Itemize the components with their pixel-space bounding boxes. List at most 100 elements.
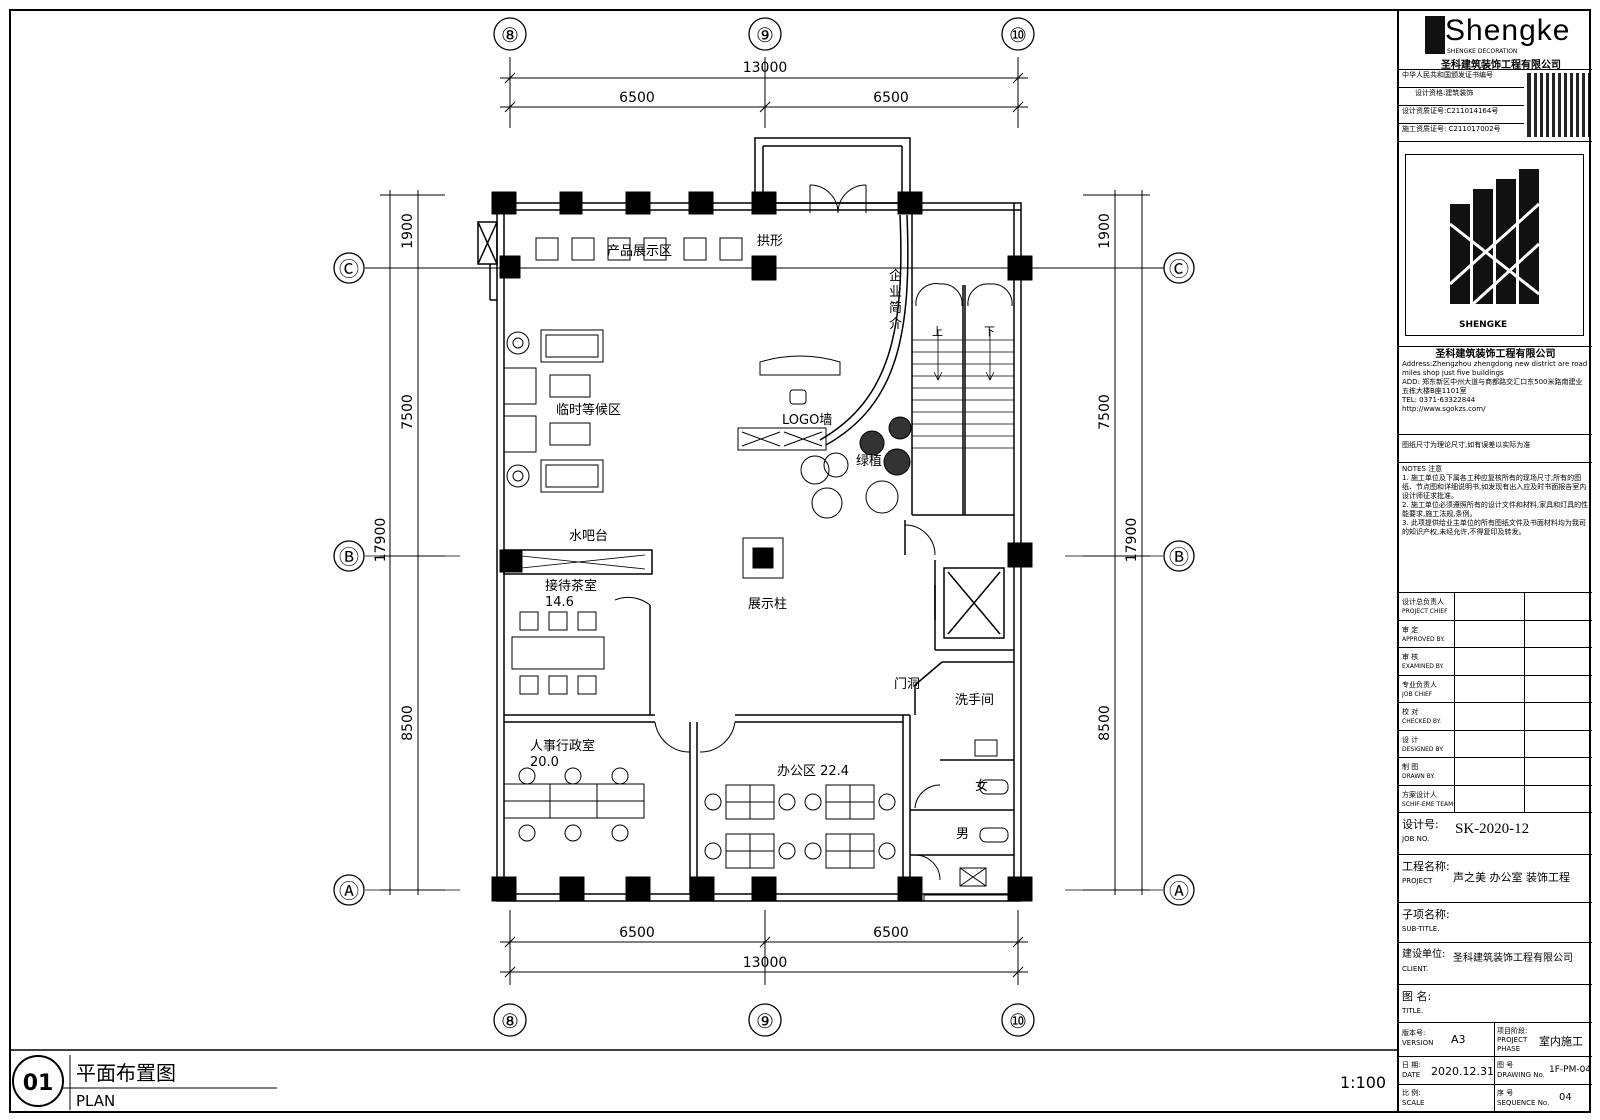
seq-label: 序 号 [1497,1089,1514,1097]
stairs [912,330,1014,449]
signature-role-cn: 制 图 [1402,763,1419,771]
note-1: 1. 施工单位及下属各工种应复核所有的现场尺寸,所有的图纸、节点图和详细说明书,… [1402,474,1587,500]
signature-role-cn: 设 计 [1402,735,1419,744]
axis-left-c: Ⓒ [339,257,359,281]
signature-role-en: DESIGNED BY. [1402,745,1444,753]
seq-en: SEQUENCE No. [1497,1099,1550,1107]
signature-role-cn: 专业负责人 [1402,680,1437,689]
scale-label: 比 例: [1402,1089,1421,1097]
signature-role-en: SCHIF-EME TEAM [1402,800,1454,808]
drawing-no-en: DRAWING No. [1497,1071,1545,1079]
axis-left-b: Ⓑ [339,545,359,569]
label-stair-down: 下 [984,325,995,338]
client-name: 圣科建筑装饰工程有限公司 [1453,953,1573,964]
version-label: 版本号: [1402,1029,1426,1037]
title-field-block: 图 名: TITLE. [1399,985,1592,1023]
company-emblem-icon [1448,169,1541,306]
label-stair-up: 上 [932,325,943,338]
axis-lines [365,267,1163,891]
axis-bottom-10: ⑩ [1009,1009,1027,1033]
axis-right-a: Ⓐ [1169,879,1189,903]
project-label: 工程名称: [1402,860,1450,873]
version-value: A3 [1451,1033,1466,1046]
signature-role-en: EXAMINED BY. [1402,663,1444,670]
label-reception-area: 14.6 [545,595,574,610]
dimension-top [500,57,1028,985]
dim-top-left: 6500 [619,90,655,106]
drawing-title: 01 平面布置图 PLAN 1:100 [12,1055,1386,1110]
signature-role-en: APPROVED BY. [1402,635,1445,643]
axis-top-8: ⑧ [501,23,519,47]
date-value: 2020.12.31 [1431,1065,1494,1078]
date-label: 日 期: [1402,1061,1421,1069]
sheet-border [9,9,1591,1113]
title-label: 图 名: [1402,990,1432,1003]
room-labels: 产品展示区 拱形 企 业 简 介 临时等候区 LOGO墙 绿植 水吧台 接待茶室… [530,234,995,842]
label-reception-tea: 接待茶室 [545,578,597,594]
signature-role-cn: 校 对 [1402,708,1419,716]
label-water-bar: 水吧台 [569,529,608,544]
dimension-texts: 13000 6500 6500 6500 6500 13000 1900 750… [373,60,1140,971]
axis-left-a: Ⓐ [339,879,359,903]
signature-role-en: CHECKED BY. [1402,718,1442,725]
client-block: 建设单位: CLIENT. 圣科建筑装饰工程有限公司 [1399,943,1592,985]
address-block: 圣科建筑装饰工程有限公司 Address:Zhengzhou zhengdong… [1399,347,1592,435]
logo-mark [1425,16,1445,54]
note-2: 2. 施工单位必须遵照所有的设计文件和材料,家具和灯具的性能要求,施工法规,条例… [1402,501,1589,518]
label-company-intro-3: 简 [889,300,902,316]
axis-bottom-8: ⑧ [501,1009,519,1033]
label-display-column: 展示柱 [748,597,787,612]
label-company-intro-1: 企 [889,268,902,284]
label-hr-area: 20.0 [530,755,559,770]
dim-right-bottom: 8500 [1097,705,1113,741]
scale-block: 比 例: SCALE 序 号 SEQUENCE No. 04 [1399,1085,1592,1112]
company-name: 圣科建筑装饰工程有限公司 [1435,349,1556,360]
project-block: 工程名称: PROJECT 声之美 办公室 装饰工程 [1399,855,1592,903]
signature-row: 校 对 CHECKED BY. [1399,703,1592,731]
address-cn: ADD: 郑东新区中州大道与商都路交汇口东500米路南建业五栋大楼B座1101室 [1402,378,1583,395]
axis-bubbles: ⑧ ⑨ ⑩ ⑧ ⑨ ⑩ Ⓒ Ⓑ Ⓐ Ⓒ Ⓑ Ⓐ [333,17,1195,1037]
signature-role-cn: 方案设计人 [1402,790,1437,799]
furniture [503,184,1013,902]
logo-sub: SHENGKE DECORATION [1447,48,1518,55]
dim-top-right: 6500 [873,90,909,106]
axis-bottom-9: ⑨ [756,1009,774,1033]
size-note: 图纸尺寸为理论尺寸,如有误差以实际为准 [1399,435,1592,463]
job-number: SK-2020-12 [1455,821,1530,837]
dim-bottom-total: 13000 [743,955,788,971]
cert-line-1: 中华人民共和国颁发证书编号 [1399,70,1524,88]
client-en: CLIENT. [1402,965,1429,973]
label-door-hole: 门洞 [894,677,920,692]
dim-left-top: 1900 [400,213,416,249]
label-green-plant: 绿植 [856,454,882,469]
signature-role-cn: 审 定 [1402,625,1419,634]
scale-en: SCALE [1402,1099,1425,1107]
label-office: 办公区 22.4 [777,764,849,779]
dim-right-mid: 7500 [1097,394,1113,430]
structural-columns [491,191,1033,902]
website-link[interactable]: http://www.sgokzs.com/ [1402,405,1486,413]
cert-block: 中华人民共和国颁发证书编号 设计资格:建筑装饰 设计资质证号:C21101416… [1399,70,1592,142]
subtitle-en: SUB-TITLE. [1402,925,1440,933]
cert-line-3: 设计资质证号:C211014164号 [1399,106,1524,124]
phase-label: 项目阶段: [1497,1027,1528,1035]
drawing-title-cn: 平面布置图 [76,1061,176,1085]
dim-bottom-right: 6500 [873,925,909,941]
axis-right-b: Ⓑ [1169,545,1189,569]
drawing-scale: 1:100 [1340,1073,1386,1092]
cert-line-4: 施工资质证号: C211017002号 [1402,125,1501,133]
address-en: Address:Zhengzhou zhengdong new district… [1402,360,1588,377]
dim-right-top: 1900 [1097,213,1113,249]
label-product-display: 产品展示区 [607,244,672,259]
job-number-block: 设计号: JOB NO. SK-2020-12 [1399,813,1592,855]
axis-top-9: ⑨ [756,23,774,47]
subtitle-block: 子项名称: SUB-TITLE. [1399,903,1592,943]
seq-value: 04 [1559,1092,1572,1103]
version-block: 版本号: VERSION A3 项目阶段: PROJECT PHASE 室内施工 [1399,1023,1592,1057]
phase-value: 室内施工 [1539,1035,1583,1048]
